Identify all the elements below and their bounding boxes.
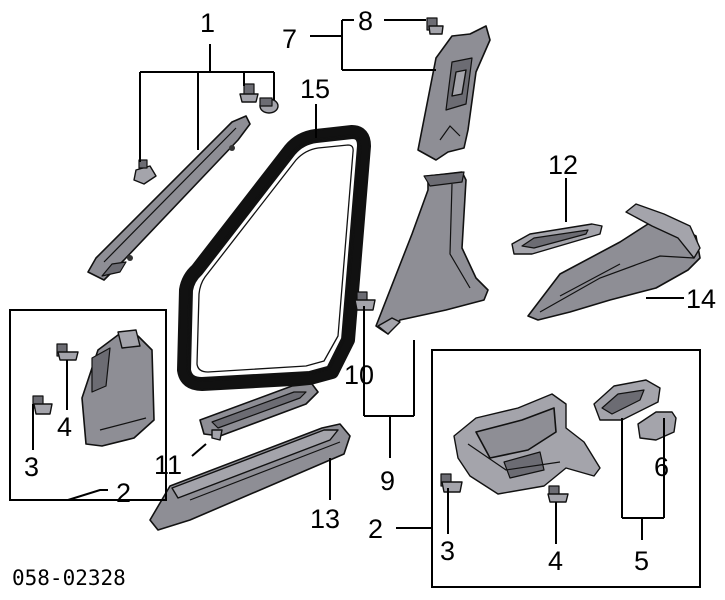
diagram-code: 058-02328 xyxy=(12,566,126,590)
clip-4-left-icon xyxy=(56,343,79,361)
callout-4-right: 4 xyxy=(548,546,563,576)
callout-4-left: 4 xyxy=(57,412,72,442)
clip-3-left-icon xyxy=(32,395,53,415)
cap-6[interactable] xyxy=(637,411,677,441)
kick-panel-right[interactable] xyxy=(453,393,601,495)
clip-8-icon xyxy=(426,17,444,35)
front-sill-plate[interactable] xyxy=(149,423,351,531)
rear-vent-grille[interactable] xyxy=(511,223,603,255)
clip-4-right-icon xyxy=(547,485,569,503)
callout-13: 13 xyxy=(310,504,340,534)
leader-lines xyxy=(32,19,684,544)
callout-12: 12 xyxy=(548,150,578,180)
callout-3-left: 3 xyxy=(24,452,39,482)
clip-1b-icon xyxy=(239,83,259,103)
front-pillar-garnish[interactable] xyxy=(87,115,251,281)
callout-6: 6 xyxy=(654,452,669,482)
callout-2-left: 2 xyxy=(116,478,131,508)
center-pillar-lower-garnish[interactable] xyxy=(375,171,489,335)
callout-8: 8 xyxy=(358,6,373,36)
callout-9: 9 xyxy=(380,466,395,496)
center-pillar-upper-garnish[interactable] xyxy=(417,25,491,161)
callout-11: 11 xyxy=(154,450,182,480)
callout-14: 14 xyxy=(686,284,716,314)
clip-10-icon xyxy=(354,291,376,311)
rear-side-garnish[interactable] xyxy=(527,203,701,321)
clip-1c-icon xyxy=(259,97,279,114)
front-step-garnish[interactable] xyxy=(199,383,319,441)
kick-panel-left[interactable] xyxy=(81,329,155,447)
callout-10: 10 xyxy=(344,360,374,390)
callout-2-right: 2 xyxy=(368,514,383,544)
callout-3-right: 3 xyxy=(440,536,455,566)
callout-1: 1 xyxy=(200,8,215,38)
callout-5: 5 xyxy=(634,546,649,576)
clip-3-right-icon xyxy=(440,473,463,493)
callout-15: 15 xyxy=(300,74,330,104)
clip-1a-icon xyxy=(133,159,157,185)
door-opening-seal[interactable] xyxy=(177,125,371,391)
callout-7: 7 xyxy=(282,24,297,54)
bracket-5[interactable] xyxy=(593,379,661,421)
